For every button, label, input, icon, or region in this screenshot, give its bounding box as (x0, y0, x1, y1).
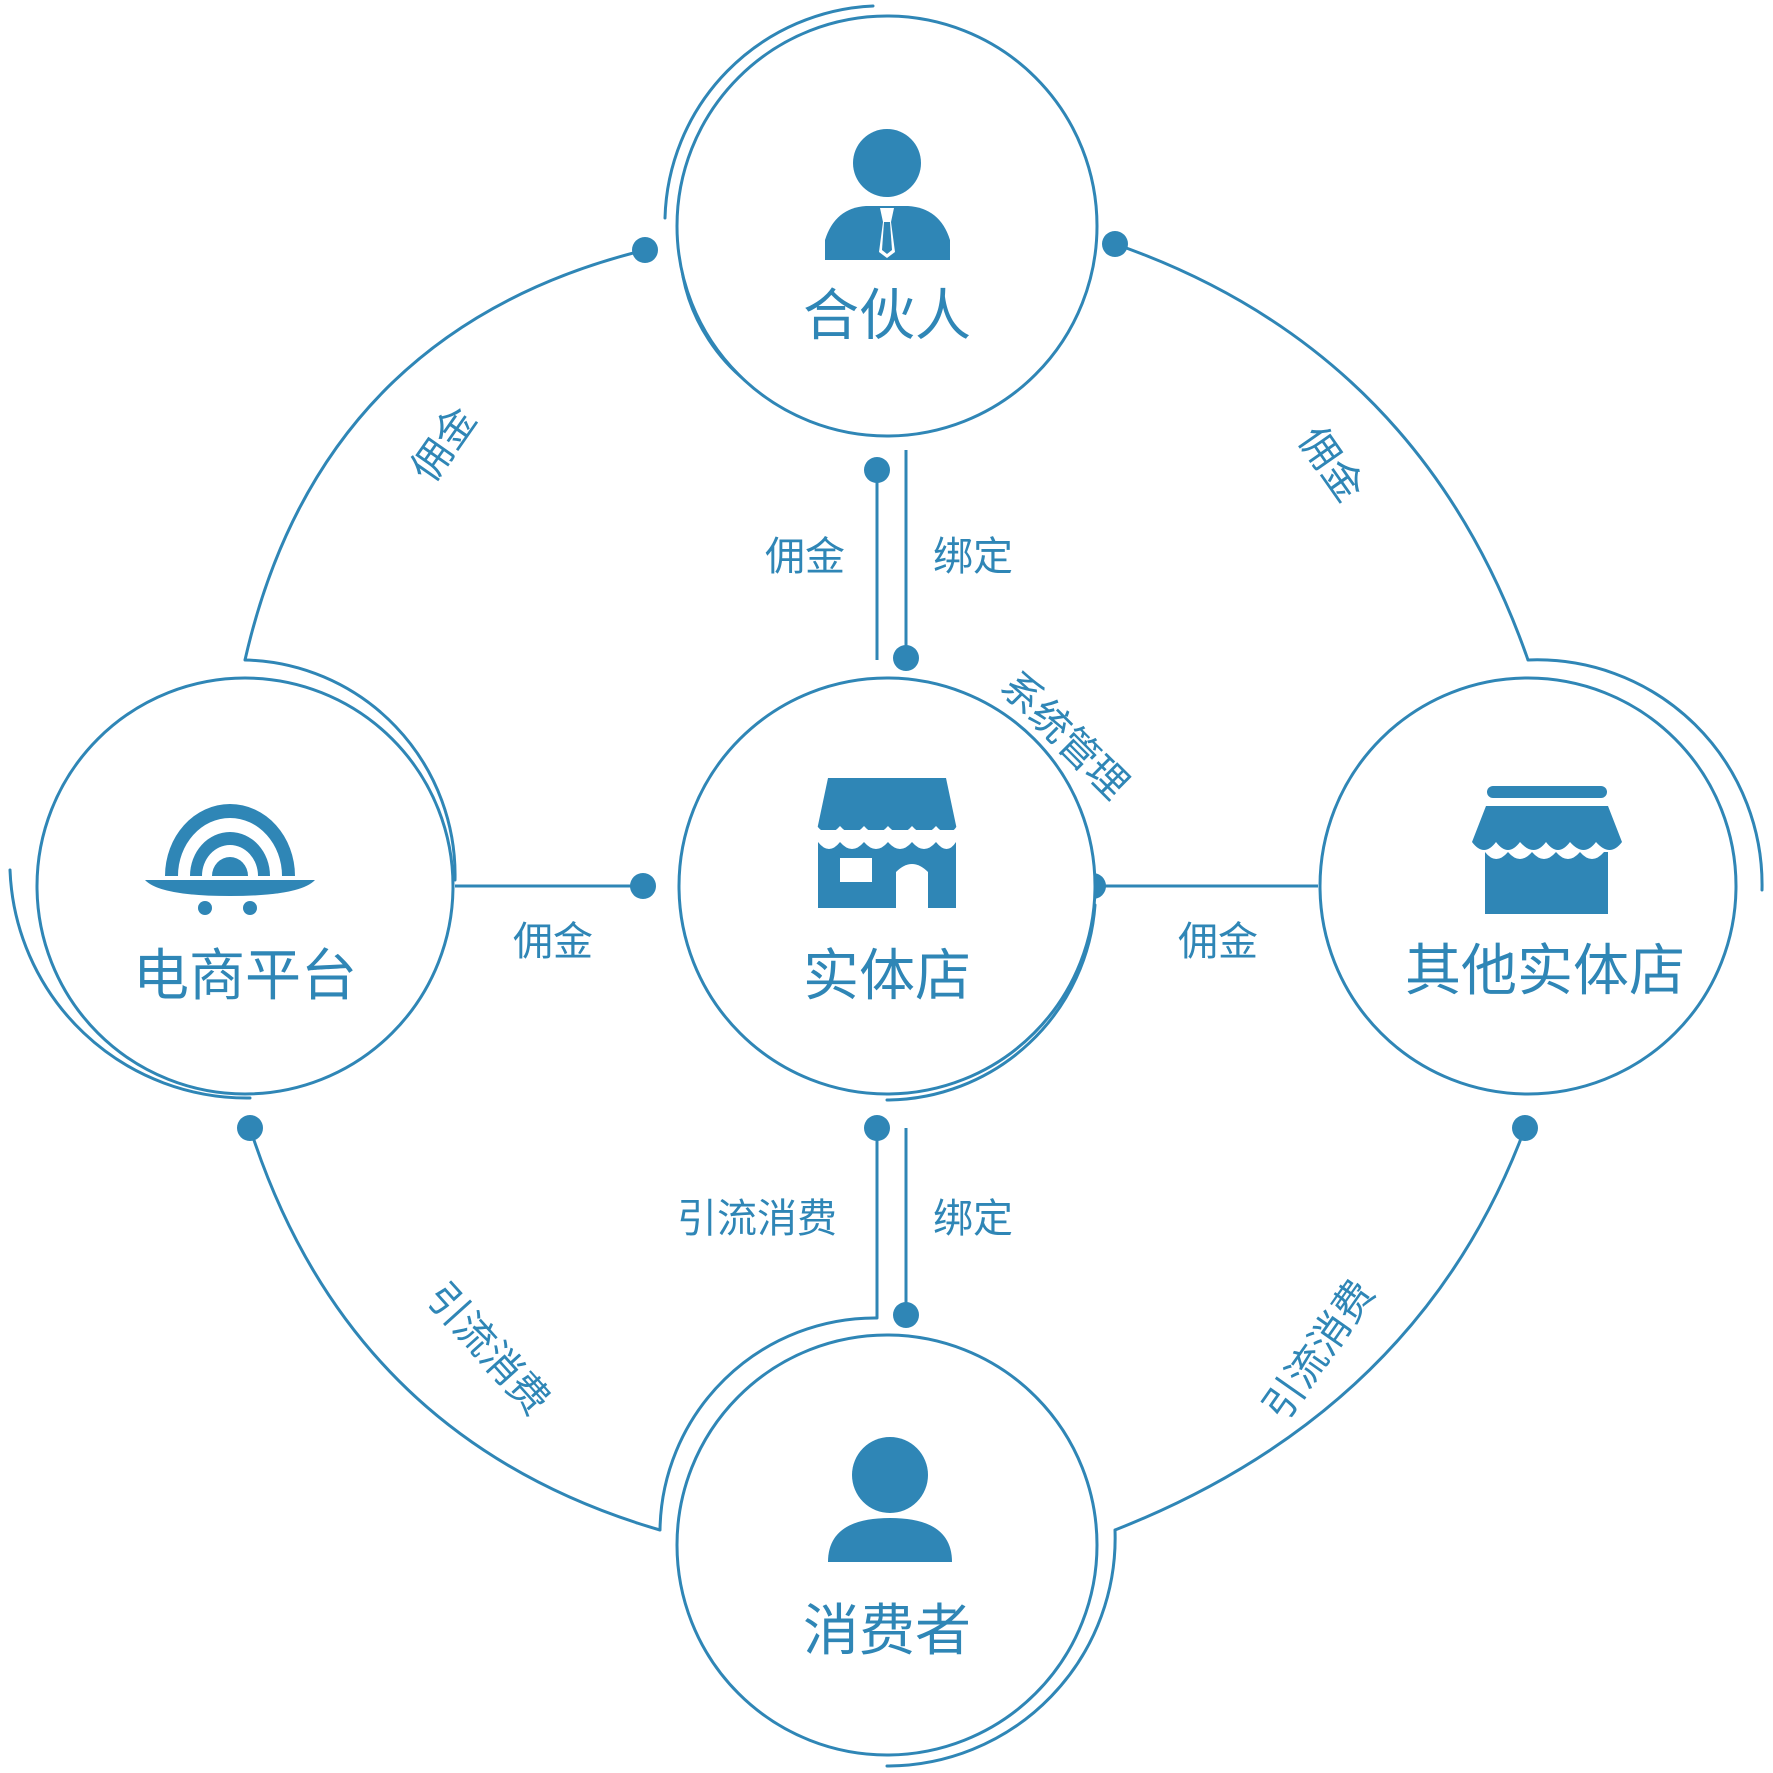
node-store: 实体店 (677, 676, 1097, 1102)
connector-dot (864, 1115, 890, 1141)
node-label-partner: 合伙人 (803, 284, 971, 349)
node-consumer: 消费者 (658, 1316, 1117, 1768)
edge-label-store-consumer-left: 引流消费 (677, 1196, 837, 1242)
edge-label-partner-other: 佣金 (1289, 419, 1373, 511)
node-ring-arc (885, 903, 1097, 1102)
edge-label-other-consumer: 引流消费 (1255, 1272, 1384, 1429)
connector-dot (237, 1115, 263, 1141)
edge-label-ecommerce-partner: 佣金 (403, 399, 487, 491)
node-label-store: 实体店 (803, 944, 971, 1009)
node-ring-arc (243, 658, 457, 882)
connector-dot (864, 457, 890, 483)
node-label-consumer: 消费者 (803, 1599, 971, 1664)
connector-dot (893, 645, 919, 671)
node-partner: 合伙人 (663, 4, 1099, 438)
storefront-icon (817, 778, 957, 908)
connector-dot (632, 237, 658, 263)
connector-dot (630, 873, 656, 899)
edge-label-partner-store-left: 佣金 (765, 534, 845, 580)
shop-awning-icon (1472, 786, 1622, 914)
node-other-store: 其他实体店 (1318, 658, 1764, 1096)
edge-label-partner-store-right: 绑定 (933, 534, 1013, 580)
node-ecommerce: 电商平台 (8, 658, 457, 1100)
arc-partner-other (1114, 242, 1530, 661)
node-ring-arc (663, 4, 875, 220)
edge-label-store-other: 佣金 (1178, 919, 1258, 965)
shopping-shell-logo-icon (145, 804, 315, 915)
arc-ecommerce-consumer (248, 1127, 661, 1532)
person-icon (828, 1437, 952, 1562)
arc-other-consumer (1114, 1127, 1527, 1532)
node-ring-arc (1526, 658, 1764, 892)
node-ring-arc (8, 868, 252, 1100)
edge-label-ecommerce-consumer: 引流消费 (417, 1274, 558, 1424)
node-label-other-store: 其他实体店 (1405, 939, 1685, 1004)
node-ring-arc (885, 1528, 1117, 1768)
edge-label-store-consumer-right: 绑定 (933, 1196, 1013, 1242)
node-label-ecommerce: 电商平台 (133, 944, 357, 1009)
connector-dot (893, 1302, 919, 1328)
connector-dot (1102, 231, 1128, 257)
edge-label-ecommerce-store: 佣金 (513, 919, 593, 965)
connector-dot (1512, 1115, 1538, 1141)
arc-ecommerce-partner (243, 248, 646, 661)
businessman-icon (825, 129, 950, 260)
node-ring-arc (658, 1316, 879, 1532)
